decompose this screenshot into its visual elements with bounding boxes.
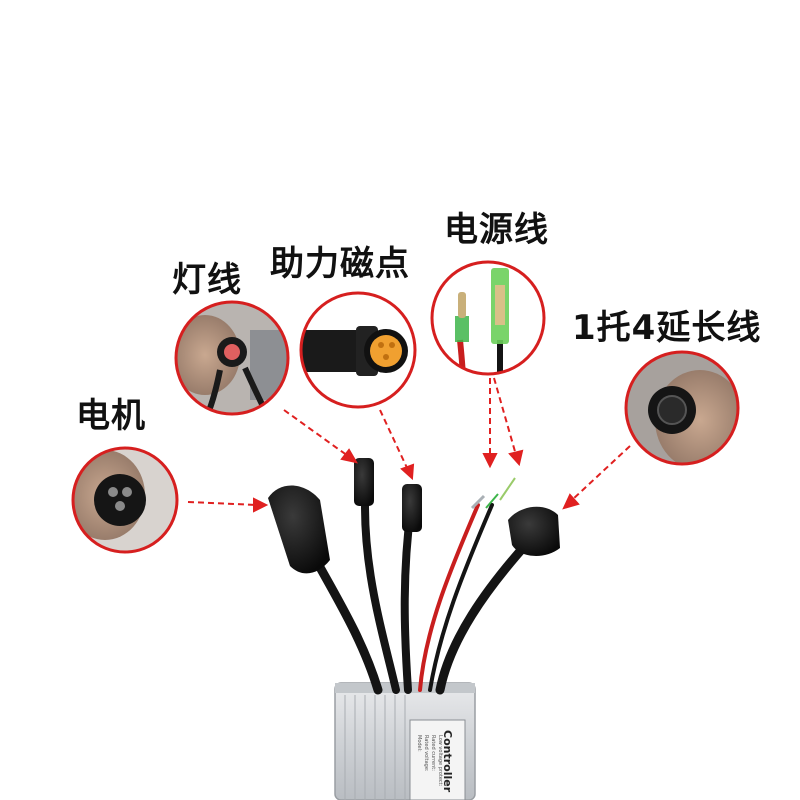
arrow-motor-head <box>253 497 269 513</box>
extension-callout <box>624 350 740 466</box>
label-power: 电源线 <box>444 210 549 250</box>
controller-label: Controller <box>441 730 454 793</box>
power-callout <box>430 260 546 376</box>
pas-connector <box>402 484 422 532</box>
arrow-power-2 <box>493 377 517 456</box>
spec-line: Model: <box>416 735 422 752</box>
label-extension: 1托4延长线 <box>572 308 762 348</box>
arrow-pas <box>379 409 409 471</box>
light-callout <box>174 300 290 416</box>
motor-callout <box>71 446 179 554</box>
light-connector <box>354 458 374 506</box>
arrow-power-2-head <box>508 449 524 467</box>
arrow-pas-head <box>400 463 415 481</box>
arrow-light-head <box>340 448 359 464</box>
pas-callout <box>299 291 417 409</box>
power-wire-ends <box>470 477 516 510</box>
arrow-light <box>283 409 349 457</box>
label-pas: 助力磁点 <box>270 244 410 284</box>
controller-brand-text: Controller <box>441 730 454 793</box>
arrow-extension <box>571 445 631 501</box>
controller-spec-lines: Model: Rated voltage: Rated current: Low… <box>416 735 443 787</box>
motor-connector <box>268 485 330 574</box>
arrow-extension-head <box>562 493 580 510</box>
extension-connector <box>508 506 560 556</box>
controller-box <box>334 682 476 800</box>
spec-line: Rated voltage: <box>423 735 429 772</box>
arrows <box>187 377 631 513</box>
spec-line: Low voltage protect: <box>437 735 443 787</box>
label-light: 灯线 <box>172 260 242 300</box>
arrow-power-1-head <box>482 453 498 469</box>
spec-line: Rated current: <box>430 735 436 771</box>
label-motor: 电机 <box>76 396 146 436</box>
arrow-motor <box>187 501 259 506</box>
